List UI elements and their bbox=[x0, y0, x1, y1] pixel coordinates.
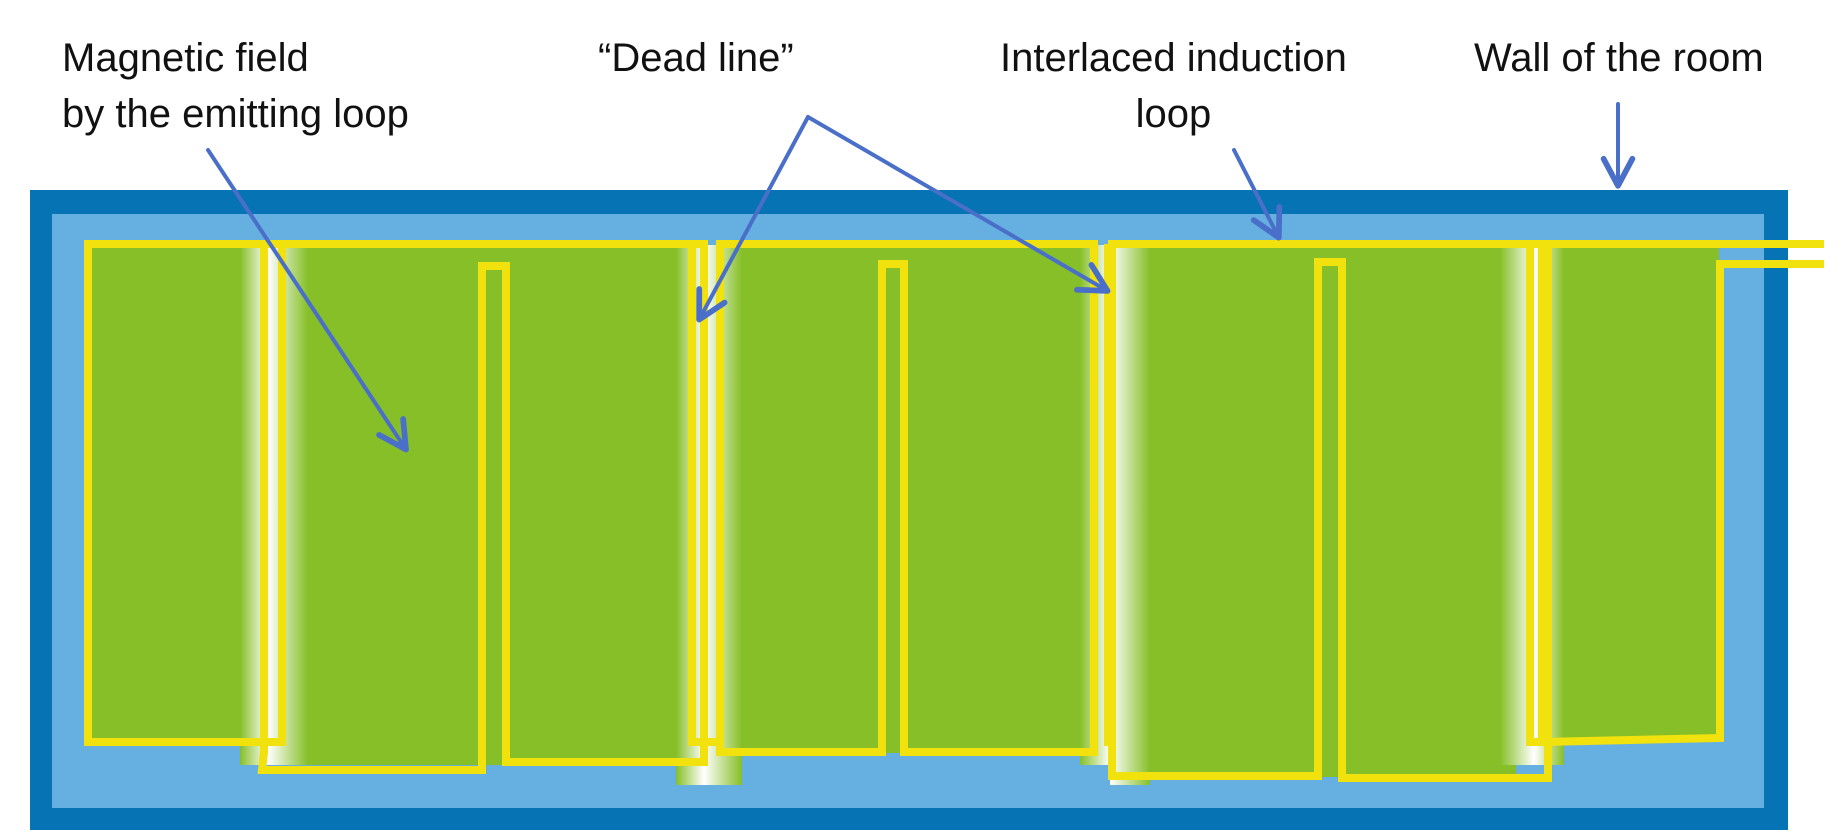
loop-segment-3 bbox=[716, 240, 1098, 756]
field-zone-1 bbox=[88, 245, 264, 742]
arrow-magnetic-field bbox=[206, 148, 409, 453]
label-magnetic-field: Magnetic field by the emitting loop bbox=[62, 30, 409, 142]
label-magnetic-field-line-1: Magnetic field bbox=[62, 36, 309, 80]
label-wall: Wall of the room bbox=[1474, 30, 1764, 86]
loop-segment-5 bbox=[268, 244, 286, 746]
interlaced-induction-loop bbox=[268, 240, 1824, 747]
loop-segment-2 bbox=[257, 240, 708, 774]
label-induction-loop-line-1: Interlaced induction bbox=[1000, 36, 1347, 80]
loop-segment-7 bbox=[1104, 244, 1112, 746]
loop-segment-1 bbox=[84, 240, 268, 746]
emitting-loop bbox=[84, 240, 1552, 782]
loop-segment-6 bbox=[688, 244, 720, 746]
label-dead-line: “Dead line” bbox=[598, 30, 794, 86]
label-induction-loop-line-2: loop bbox=[1135, 92, 1212, 136]
arrow-dead-line-2 bbox=[806, 115, 1111, 294]
arrow-induction-loop bbox=[1232, 148, 1283, 241]
label-magnetic-field-line-2: by the emitting loop bbox=[62, 92, 409, 136]
callout-arrows bbox=[206, 102, 1636, 453]
field-zone-5 bbox=[1555, 245, 1719, 742]
arrow-dead-line-1 bbox=[696, 115, 810, 323]
label-wall-text: Wall of the room bbox=[1474, 36, 1764, 80]
field-zone-2 bbox=[300, 245, 700, 765]
loop-segment-9 bbox=[1538, 244, 1824, 747]
loop-segment-4 bbox=[1108, 240, 1552, 782]
label-dead-line-text: “Dead line” bbox=[598, 36, 794, 80]
label-induction-loop: Interlaced induction loop bbox=[1000, 30, 1347, 142]
